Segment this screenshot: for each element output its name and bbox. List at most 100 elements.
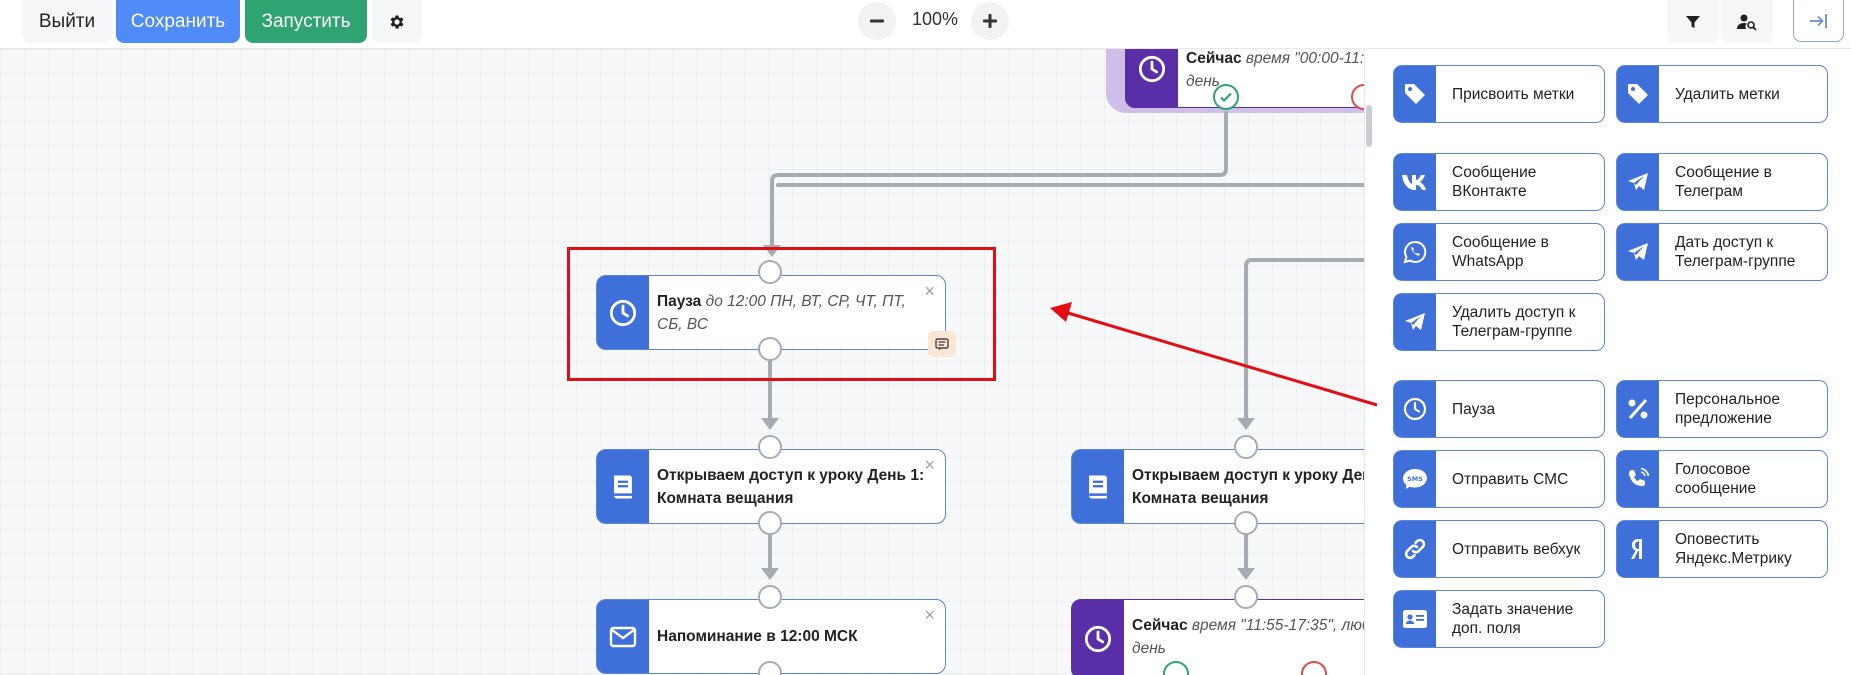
action-telegram-group-access[interactable]: Дать доступ к Телеграм-группе — [1616, 223, 1828, 281]
clock-icon — [609, 299, 637, 326]
node-title: Открываем доступ к уроку День 1: Комната… — [657, 467, 925, 507]
action-assign-tags[interactable]: Присвоить метки — [1393, 65, 1605, 123]
whatsapp-icon — [1403, 240, 1427, 264]
settings-button[interactable] — [372, 0, 422, 43]
node-title: Сейчас — [1186, 50, 1242, 67]
filter-button[interactable] — [1667, 0, 1719, 43]
success-output[interactable] — [1213, 84, 1239, 110]
action-label: Сообщение ВКонтакте — [1452, 164, 1537, 200]
svg-text:SMS: SMS — [1407, 475, 1423, 483]
minus-icon — [870, 19, 884, 23]
close-icon[interactable]: × — [924, 281, 935, 301]
panel-scrollbar[interactable] — [1366, 105, 1372, 147]
output-connector[interactable] — [1234, 511, 1258, 535]
action-label: Пауза — [1452, 400, 1496, 418]
action-pause[interactable]: Пауза — [1393, 380, 1605, 438]
connectors-layer — [761, 111, 1364, 580]
node-title: Комната вещания — [1132, 490, 1269, 507]
zoom-out-button[interactable] — [858, 2, 896, 40]
check-icon — [1220, 92, 1232, 103]
node-open-lesson-left[interactable]: Открываем доступ к уроку День 1: Комната… — [596, 449, 946, 524]
arrow-head — [761, 418, 779, 430]
action-label: Сообщение в WhatsApp — [1452, 234, 1549, 270]
action-label: Сообщение в Телеграм — [1675, 164, 1772, 200]
plus-icon — [983, 14, 997, 28]
node-description: день — [1186, 73, 1220, 90]
action-send-webhook[interactable]: Отправить вебхук — [1393, 520, 1605, 578]
close-icon[interactable]: × — [924, 605, 935, 625]
input-connector[interactable] — [758, 435, 782, 459]
node-description: время "00:00-11:5 — [1245, 50, 1364, 67]
gear-icon — [390, 14, 404, 29]
id-card-icon — [1403, 610, 1427, 628]
node-description: время "11:55-17:35", любо — [1191, 617, 1364, 634]
save-button[interactable]: Сохранить — [116, 0, 240, 43]
output-connector[interactable] — [758, 511, 782, 535]
telegram-icon — [1628, 173, 1648, 190]
exit-button[interactable]: Выйти — [22, 0, 112, 43]
yandex-icon — [1631, 539, 1642, 559]
action-label: Присвоить метки — [1452, 85, 1575, 103]
connector-line — [770, 111, 1228, 249]
node-now-top[interactable]: Сейчас время "00:00-11:5 день — [1125, 49, 1364, 108]
flow-canvas[interactable]: Сейчас время "00:00-11:5 день Пауза до 1… — [0, 49, 1364, 675]
clock-icon — [1084, 625, 1112, 653]
telegram-icon — [1405, 313, 1425, 330]
link-icon — [1404, 538, 1426, 560]
action-label: Удалить метки — [1675, 85, 1780, 103]
envelope-icon — [609, 626, 637, 647]
action-voice-message[interactable]: Голосовое сообщение — [1616, 450, 1828, 508]
arrow-head — [761, 568, 779, 580]
output-connector[interactable] — [758, 337, 782, 361]
output-connector[interactable] — [758, 661, 782, 675]
top-toolbar: Выйти Сохранить Запустить 100% — [0, 0, 1851, 49]
run-button[interactable]: Запустить — [245, 0, 367, 43]
collapse-panel-button[interactable] — [1793, 0, 1844, 42]
action-yandex-metrika[interactable]: Оповестить Яндекс.Метрику — [1616, 520, 1828, 578]
close-icon[interactable]: × — [924, 455, 935, 475]
action-label: Голосовое сообщение — [1675, 461, 1757, 497]
node-description: до 12:00 ПН, ВТ, СР, ЧТ, ПТ, СБ, ВС — [657, 293, 906, 333]
input-connector[interactable] — [758, 585, 782, 609]
user-search-icon — [1737, 14, 1757, 31]
input-connector[interactable] — [758, 260, 782, 284]
filter-icon — [1686, 15, 1700, 28]
highlight-annotation — [567, 247, 996, 381]
sms-icon: SMS — [1403, 469, 1427, 489]
node-open-lesson-right[interactable]: Открываем доступ к уроку День Комната ве… — [1071, 449, 1364, 524]
zoom-in-button[interactable] — [971, 2, 1009, 40]
book-icon — [614, 475, 632, 498]
telegram-icon — [1628, 243, 1648, 260]
vk-icon — [1402, 175, 1426, 190]
action-label: Персональное предложение — [1675, 391, 1781, 427]
action-whatsapp-message[interactable]: Сообщение в WhatsApp — [1393, 223, 1605, 281]
tag-icon — [1405, 84, 1425, 104]
zoom-level: 100% — [911, 9, 959, 29]
action-label: Оповестить Яндекс.Метрику — [1675, 531, 1792, 567]
fail-output[interactable] — [1301, 661, 1327, 675]
arrow-head — [1237, 418, 1255, 430]
action-remove-tags[interactable]: Удалить метки — [1616, 65, 1828, 123]
comment-button[interactable] — [928, 331, 956, 357]
tag-icon — [1628, 84, 1648, 104]
action-label: Отправить вебхук — [1452, 540, 1581, 558]
node-title: Пауза — [657, 293, 702, 310]
action-set-field[interactable]: Задать значение доп. поля — [1393, 590, 1605, 648]
phone-icon — [1629, 467, 1650, 486]
action-personal-offer[interactable]: Персональное предложение — [1616, 380, 1828, 438]
book-icon — [1089, 475, 1107, 498]
input-connector[interactable] — [1234, 435, 1258, 459]
success-output[interactable] — [1163, 661, 1189, 675]
node-now-right[interactable]: Сейчас время "11:55-17:35", любо день — [1071, 599, 1364, 675]
input-connector[interactable] — [1234, 585, 1258, 609]
node-title: Сейчас — [1132, 617, 1188, 634]
user-search-button[interactable] — [1721, 0, 1773, 43]
node-title: Открываем доступ к уроку День — [1132, 467, 1364, 484]
percent-icon — [1628, 399, 1648, 419]
action-telegram-group-remove[interactable]: Удалить доступ к Телеграм-группе — [1393, 293, 1605, 351]
action-vk-message[interactable]: Сообщение ВКонтакте — [1393, 153, 1605, 211]
node-title: Напоминание в 12:00 МСК — [657, 628, 858, 645]
action-telegram-message[interactable]: Сообщение в Телеграм — [1616, 153, 1828, 211]
action-send-sms[interactable]: SMS Отправить СМС — [1393, 450, 1605, 508]
